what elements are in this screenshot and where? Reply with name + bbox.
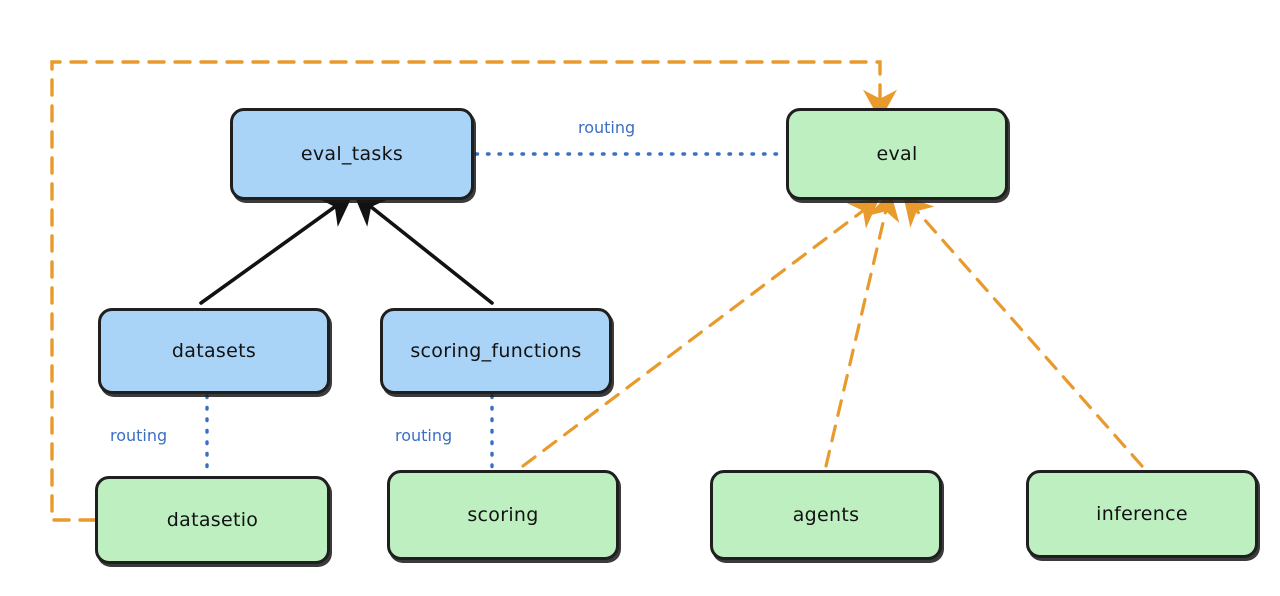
node-label: datasetio [166,509,259,531]
node-eval-tasks[interactable]: eval_tasks [230,108,474,200]
node-eval[interactable]: eval [786,108,1008,200]
node-label: eval [876,143,918,165]
node-label: eval_tasks [300,143,404,165]
node-datasets[interactable]: datasets [98,308,330,394]
edge-label-routing-scoring-functions: routing [395,426,453,445]
node-label: scoring [467,504,539,526]
edge-inference-to-eval [903,195,1144,468]
edge-datasetio-to-eval [50,60,897,522]
node-label: agents [792,504,860,526]
edge-label-routing-eval-tasks: routing [578,118,636,137]
edge-agents-to-eval [824,191,900,468]
node-label: datasets [171,340,257,362]
edge-scoring-to-eval [521,198,880,468]
node-datasetio[interactable]: datasetio [95,476,330,564]
node-label: scoring_functions [410,340,582,362]
node-inference[interactable]: inference [1026,470,1258,558]
edge-scoring-functions-to-eval-tasks [353,192,494,305]
node-scoring[interactable]: scoring [387,470,619,560]
node-scoring-functions[interactable]: scoring_functions [380,308,612,394]
edge-label-routing-datasets: routing [110,426,168,445]
edge-datasets-to-eval-tasks [199,193,354,305]
node-agents[interactable]: agents [710,470,942,560]
node-label: inference [1096,503,1188,525]
